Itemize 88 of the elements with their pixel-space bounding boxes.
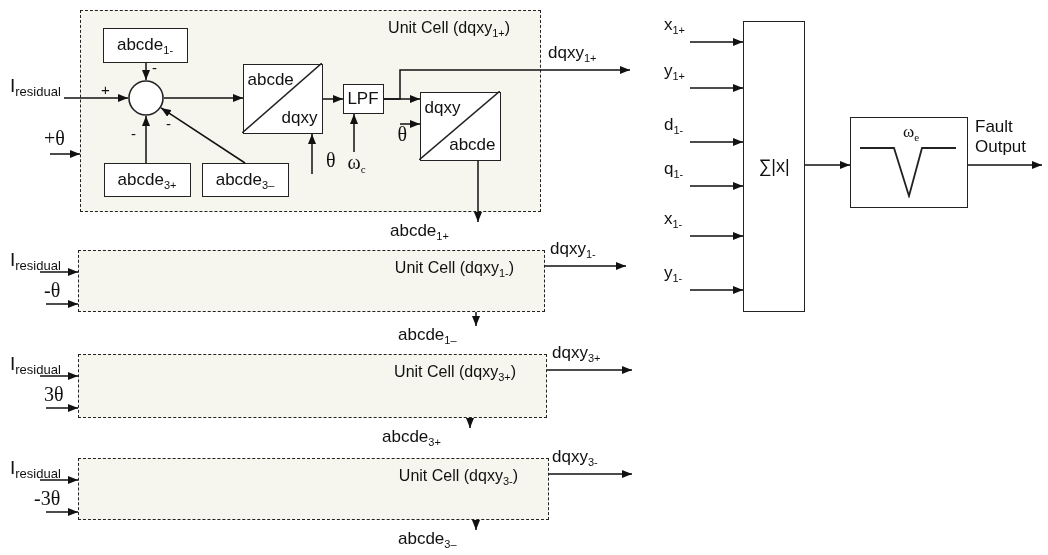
arrow bbox=[160, 107, 246, 164]
signal-label: abcde$_{3+}$ bbox=[382, 428, 472, 452]
summing-junction bbox=[127, 79, 164, 116]
arrow bbox=[142, 62, 150, 81]
signal-label: q$_{1-}$ bbox=[664, 160, 704, 186]
signal-label: -3θ bbox=[34, 488, 72, 512]
signal-label: abcde$_{1+}$ bbox=[390, 222, 480, 246]
transform-box bbox=[242, 63, 323, 134]
unit-cell-box bbox=[80, 10, 541, 212]
output-format-label: abcde bbox=[449, 134, 496, 155]
arrow bbox=[472, 311, 480, 327]
output-format-label: dqxy bbox=[281, 107, 318, 128]
edge-label: - bbox=[166, 116, 171, 131]
arrow bbox=[689, 182, 744, 190]
arrow bbox=[63, 94, 129, 102]
arrow bbox=[472, 519, 480, 531]
arrow bbox=[39, 268, 79, 276]
input-format-label: dqxy bbox=[424, 97, 461, 118]
signal-label: d$_{1-}$ bbox=[664, 116, 704, 142]
signal-label: Fault Output bbox=[975, 117, 1045, 165]
arrow bbox=[474, 160, 482, 223]
arrow bbox=[689, 232, 744, 240]
process-box bbox=[102, 27, 188, 63]
signal-label: -θ bbox=[44, 280, 70, 304]
arrow bbox=[39, 476, 79, 484]
summation-box bbox=[743, 21, 805, 312]
arrow bbox=[39, 372, 79, 380]
arrow bbox=[466, 417, 474, 429]
cutoff-frequency-label: ω$_{e}$ bbox=[903, 122, 920, 142]
signal-label: I$_{residual}$ bbox=[10, 250, 76, 272]
signal-label: dqxy$_{1+}$ bbox=[548, 44, 630, 70]
arrow bbox=[163, 94, 244, 102]
arrow bbox=[45, 300, 79, 308]
cell-title: Unit Cell (dqxy$_{1-}$) bbox=[394, 259, 514, 277]
signal-label: dqxy$_{1-}$ bbox=[550, 240, 626, 266]
arrow bbox=[322, 95, 344, 103]
arrow bbox=[383, 66, 631, 100]
signal-label: x$_{1-}$ bbox=[664, 210, 704, 236]
arrow bbox=[399, 120, 421, 128]
notch-filter-box bbox=[850, 117, 968, 208]
arrow bbox=[350, 113, 358, 153]
box-label: abcde$_{1-}$ bbox=[116, 35, 174, 55]
arrow bbox=[689, 38, 744, 46]
arrow bbox=[45, 404, 79, 412]
unit-cell-box bbox=[78, 354, 547, 418]
box-label: ∑|x| bbox=[758, 156, 790, 177]
signal-label: θ bbox=[397, 123, 416, 146]
arrow bbox=[308, 133, 316, 175]
arrow bbox=[45, 508, 79, 516]
signal-label: x$_{1+}$ bbox=[664, 16, 704, 42]
signal-label: abcde$_{1–}$ bbox=[398, 326, 478, 350]
unit-cell-box bbox=[78, 250, 545, 312]
box-label: abcde$_{3–}$ bbox=[215, 169, 275, 190]
arrow bbox=[544, 262, 627, 270]
box-label: LPF bbox=[347, 88, 379, 109]
signal-label: ω$_{c}$ bbox=[347, 151, 374, 176]
unit-cell-box bbox=[78, 458, 549, 520]
box-label: abcde$_{3+}$ bbox=[117, 169, 177, 190]
arrow bbox=[548, 470, 633, 478]
input-format-label: abcde bbox=[247, 69, 294, 90]
cell-title: Unit Cell (dqxy$_{3-}$) bbox=[398, 467, 518, 485]
edge-label: + bbox=[101, 82, 110, 97]
arrow bbox=[49, 150, 81, 158]
signal-label: abcde$_{3–}$ bbox=[398, 530, 478, 554]
signal-label: y$_{1+}$ bbox=[664, 62, 704, 88]
arrow bbox=[967, 161, 1043, 169]
signal-label: I$_{residual}$ bbox=[10, 354, 76, 376]
signal-label: dqxy$_{3+}$ bbox=[552, 344, 632, 370]
signal-label: I$_{residual}$ bbox=[10, 458, 76, 480]
transform-box bbox=[419, 91, 501, 161]
process-box bbox=[201, 162, 289, 197]
cell-title: Unit Cell (dqxy$_{3+}$) bbox=[394, 363, 516, 381]
process-box bbox=[103, 162, 191, 197]
arrow bbox=[689, 138, 744, 146]
cell-title: Unit Cell (dqxy$_{1+}$) bbox=[388, 19, 510, 37]
signal-label: y$_{1-}$ bbox=[664, 264, 704, 290]
arrow bbox=[689, 286, 744, 294]
arrow bbox=[689, 84, 744, 92]
signal-label: +θ bbox=[44, 128, 78, 154]
signal-label: I$_{residual}$ bbox=[10, 76, 76, 98]
edge-label: - bbox=[131, 126, 136, 141]
edge-label: - bbox=[152, 60, 157, 75]
signal-label: dqxy$_{3-}$ bbox=[552, 448, 632, 474]
arrow bbox=[804, 161, 851, 169]
arrow bbox=[142, 115, 150, 164]
arrow bbox=[546, 366, 633, 374]
signal-label: θ bbox=[305, 149, 336, 174]
signal-label: 3θ bbox=[44, 384, 70, 408]
